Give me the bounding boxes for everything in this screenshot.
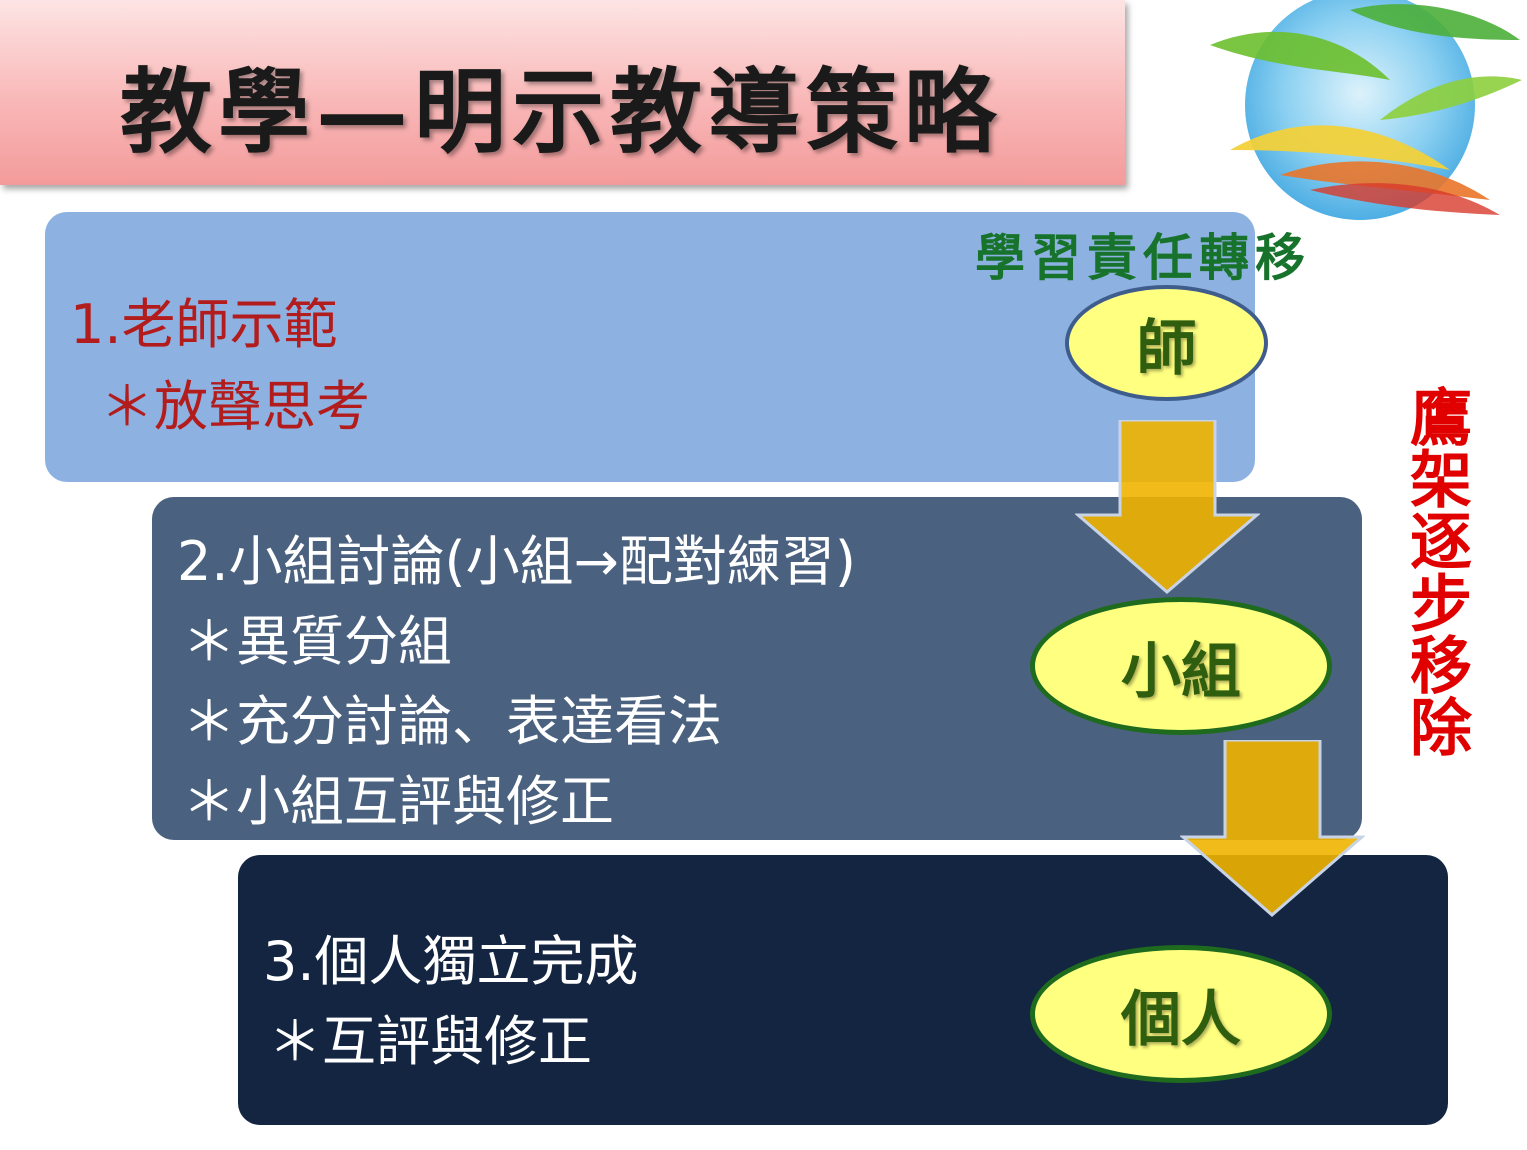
scaffold-removal-label: 鷹架逐步移除 [1399, 385, 1472, 757]
title-bar: 教學—明示教導策略 [0, 0, 1125, 185]
step-1-heading: 1.老師示範 [70, 293, 338, 356]
step-2-bullet: ＊小組互評與修正 [182, 770, 614, 833]
page-title: 教學—明示教導策略 [120, 58, 1003, 166]
step-3-heading: 3.個人獨立完成 [263, 930, 639, 993]
responsibility-transfer-label: 學習責任轉移 [975, 228, 1311, 287]
role-group-ellipse: 小組 [1030, 597, 1332, 735]
down-arrow-icon [1180, 740, 1365, 917]
step-2-heading: 2.小組討論(小組→配對練習) [177, 530, 856, 593]
role-individual-ellipse: 個人 [1030, 945, 1332, 1083]
step-1-box: 1.老師示範 ＊放聲思考 [45, 212, 1255, 482]
step-3-bullet: ＊互評與修正 [268, 1010, 592, 1073]
role-teacher-ellipse: 師 [1065, 285, 1268, 401]
step-2-bullet: ＊異質分組 [182, 610, 452, 673]
leaf-logo-icon [1210, 0, 1522, 220]
step-1-bullet: ＊放聲思考 [100, 375, 370, 438]
step-2-bullet: ＊充分討論、表達看法 [182, 690, 722, 753]
down-arrow-icon [1075, 420, 1260, 594]
